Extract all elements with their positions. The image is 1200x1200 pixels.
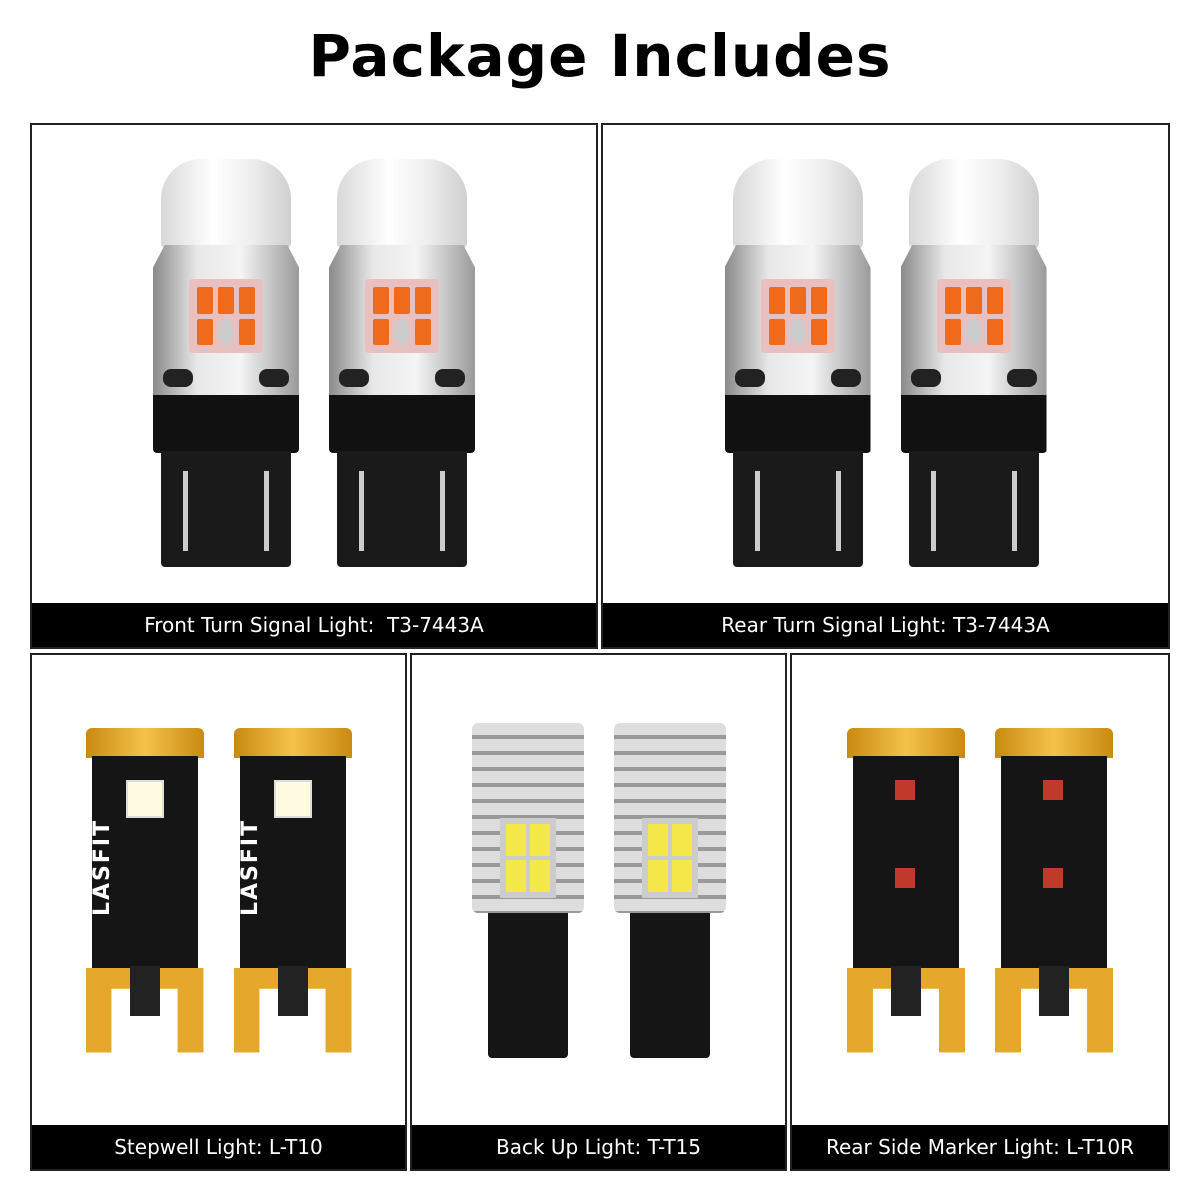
- panel-rear-side-marker: Rear Side Marker Light: L-T10R: [790, 653, 1170, 1171]
- t15-bulb: [471, 722, 584, 1058]
- panel-stepwell: LASFIT LASFIT Stepwell Light: L-T10: [30, 653, 407, 1171]
- panel-back-up: Back Up Light: T-T15: [410, 653, 787, 1171]
- t20-bulb: [724, 159, 871, 569]
- panel-front-turn-signal: Front Turn Signal Light: T3-7443A: [30, 123, 598, 649]
- t10-bulb: LASFIT: [85, 727, 204, 1053]
- panel-label: Stepwell Light: L-T10: [32, 1125, 405, 1169]
- bulb-images: [603, 125, 1168, 603]
- t20-bulb: [329, 159, 475, 569]
- lasfit-logo: LASFIT: [89, 818, 115, 916]
- bulb-images: [412, 655, 785, 1125]
- bulb-images: [32, 125, 596, 603]
- panel-label: Rear Turn Signal Light: T3-7443A: [603, 603, 1168, 647]
- t10r-bulb: [847, 727, 965, 1053]
- bulb-images: [792, 655, 1168, 1125]
- t20-bulb: [900, 159, 1047, 569]
- t15-bulb: [613, 722, 726, 1058]
- panel-label: Back Up Light: T-T15: [412, 1125, 785, 1169]
- panel-label: Front Turn Signal Light: T3-7443A: [32, 603, 596, 647]
- lasfit-logo: LASFIT: [237, 818, 263, 916]
- panel-label: Rear Side Marker Light: L-T10R: [792, 1125, 1168, 1169]
- page-title: Package Includes: [308, 22, 892, 90]
- panel-rear-turn-signal: Rear Turn Signal Light: T3-7443A: [601, 123, 1170, 649]
- bulb-images: LASFIT LASFIT: [32, 655, 405, 1125]
- t20-bulb: [153, 159, 299, 569]
- t10r-bulb: [995, 727, 1113, 1053]
- t10-bulb: LASFIT: [233, 727, 352, 1053]
